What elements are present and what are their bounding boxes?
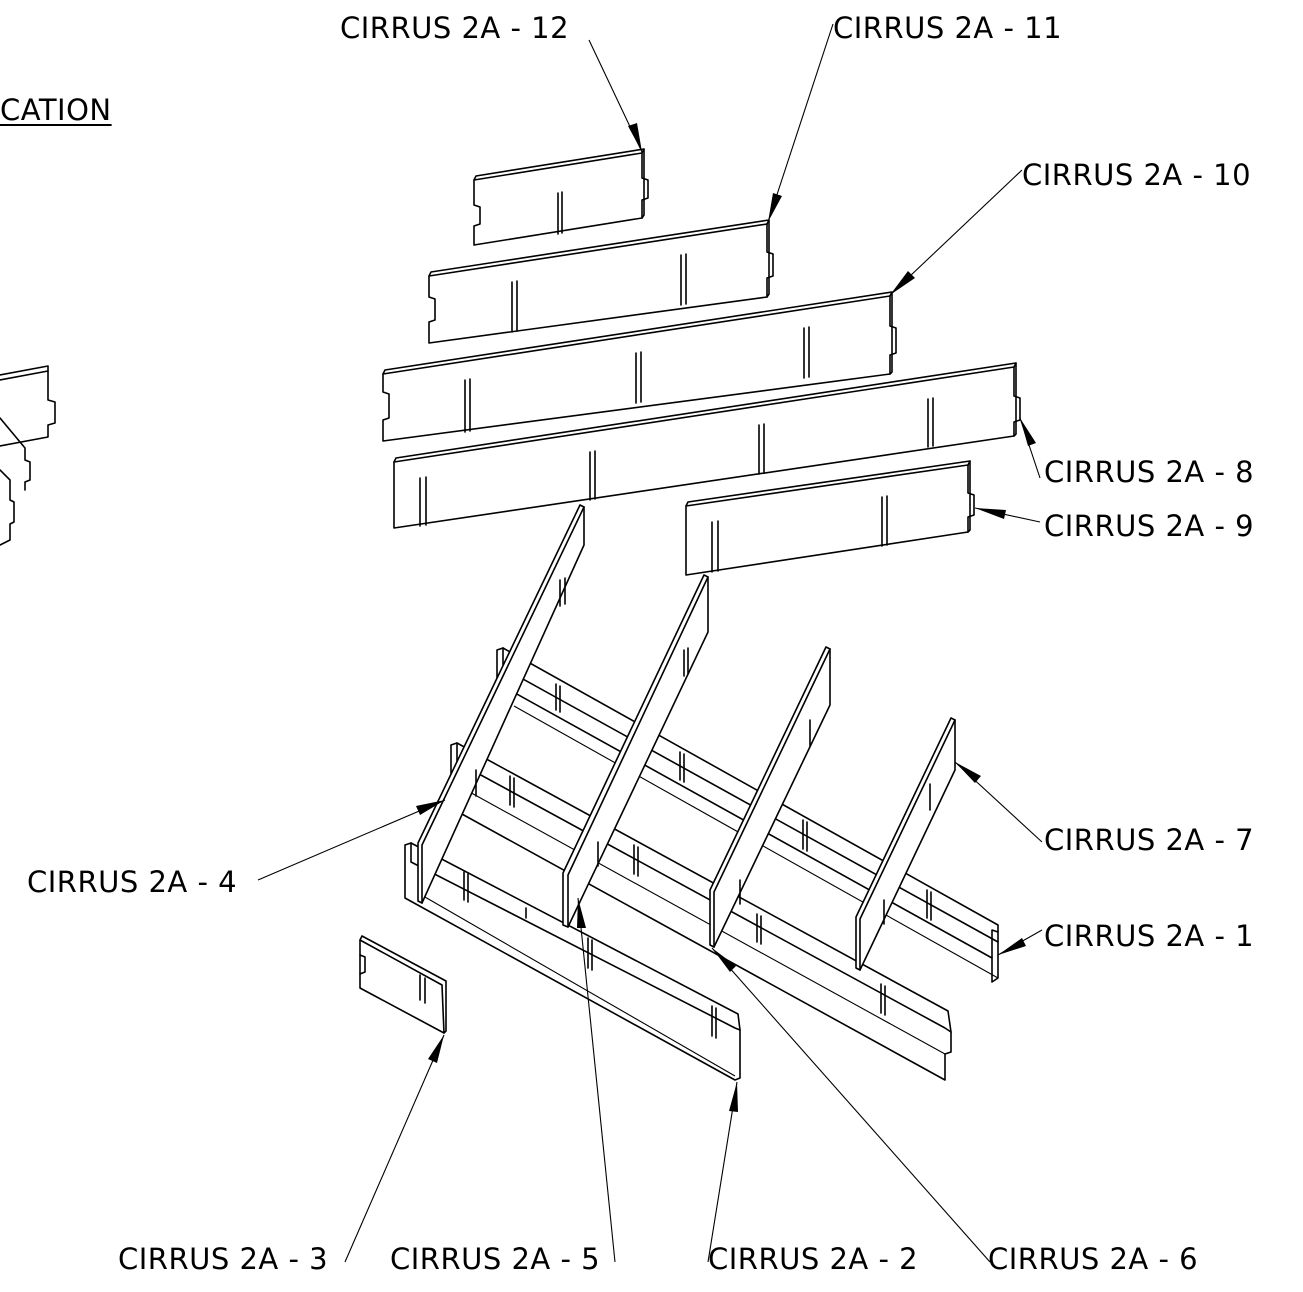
label-part-1: CIRRUS 2A - 1: [1044, 919, 1255, 953]
label-part-11: CIRRUS 2A - 11: [833, 11, 1063, 45]
label-part-5: CIRRUS 2A - 5: [390, 1242, 601, 1276]
cross-plate-4: [417, 504, 585, 904]
label-part-4: CIRRUS 2A - 4: [27, 865, 238, 899]
part-8-plate: [393, 362, 1021, 529]
label-part-3: CIRRUS 2A - 3: [118, 1242, 329, 1276]
middle-longitudinal-plate: [450, 742, 952, 1081]
arrowheads: [416, 123, 1036, 1112]
part-9-plate: [685, 460, 975, 576]
label-part-10: CIRRUS 2A - 10: [1022, 158, 1252, 192]
front-longitudinal-plate: [404, 842, 741, 1081]
label-part-6: CIRRUS 2A - 6: [988, 1242, 1199, 1276]
label-part-9: CIRRUS 2A - 9: [1044, 509, 1255, 543]
part-11-plate: [428, 219, 774, 344]
cross-plate-5: [562, 574, 709, 928]
label-part-8: CIRRUS 2A - 8: [1044, 455, 1255, 489]
part-12-plate: [473, 148, 649, 246]
partial-view-left: [0, 365, 56, 546]
part-3-plate: [359, 935, 447, 1034]
label-part-12: CIRRUS 2A - 12: [340, 11, 570, 45]
title-fragment: CATION: [0, 93, 112, 127]
label-part-7: CIRRUS 2A - 7: [1044, 823, 1255, 857]
cross-plate-7: [855, 717, 956, 971]
leader-lines: [257, 23, 1043, 1263]
part-10-plate: [382, 291, 897, 442]
cross-plate-6: [709, 646, 831, 948]
label-part-2: CIRRUS 2A - 2: [708, 1242, 919, 1276]
